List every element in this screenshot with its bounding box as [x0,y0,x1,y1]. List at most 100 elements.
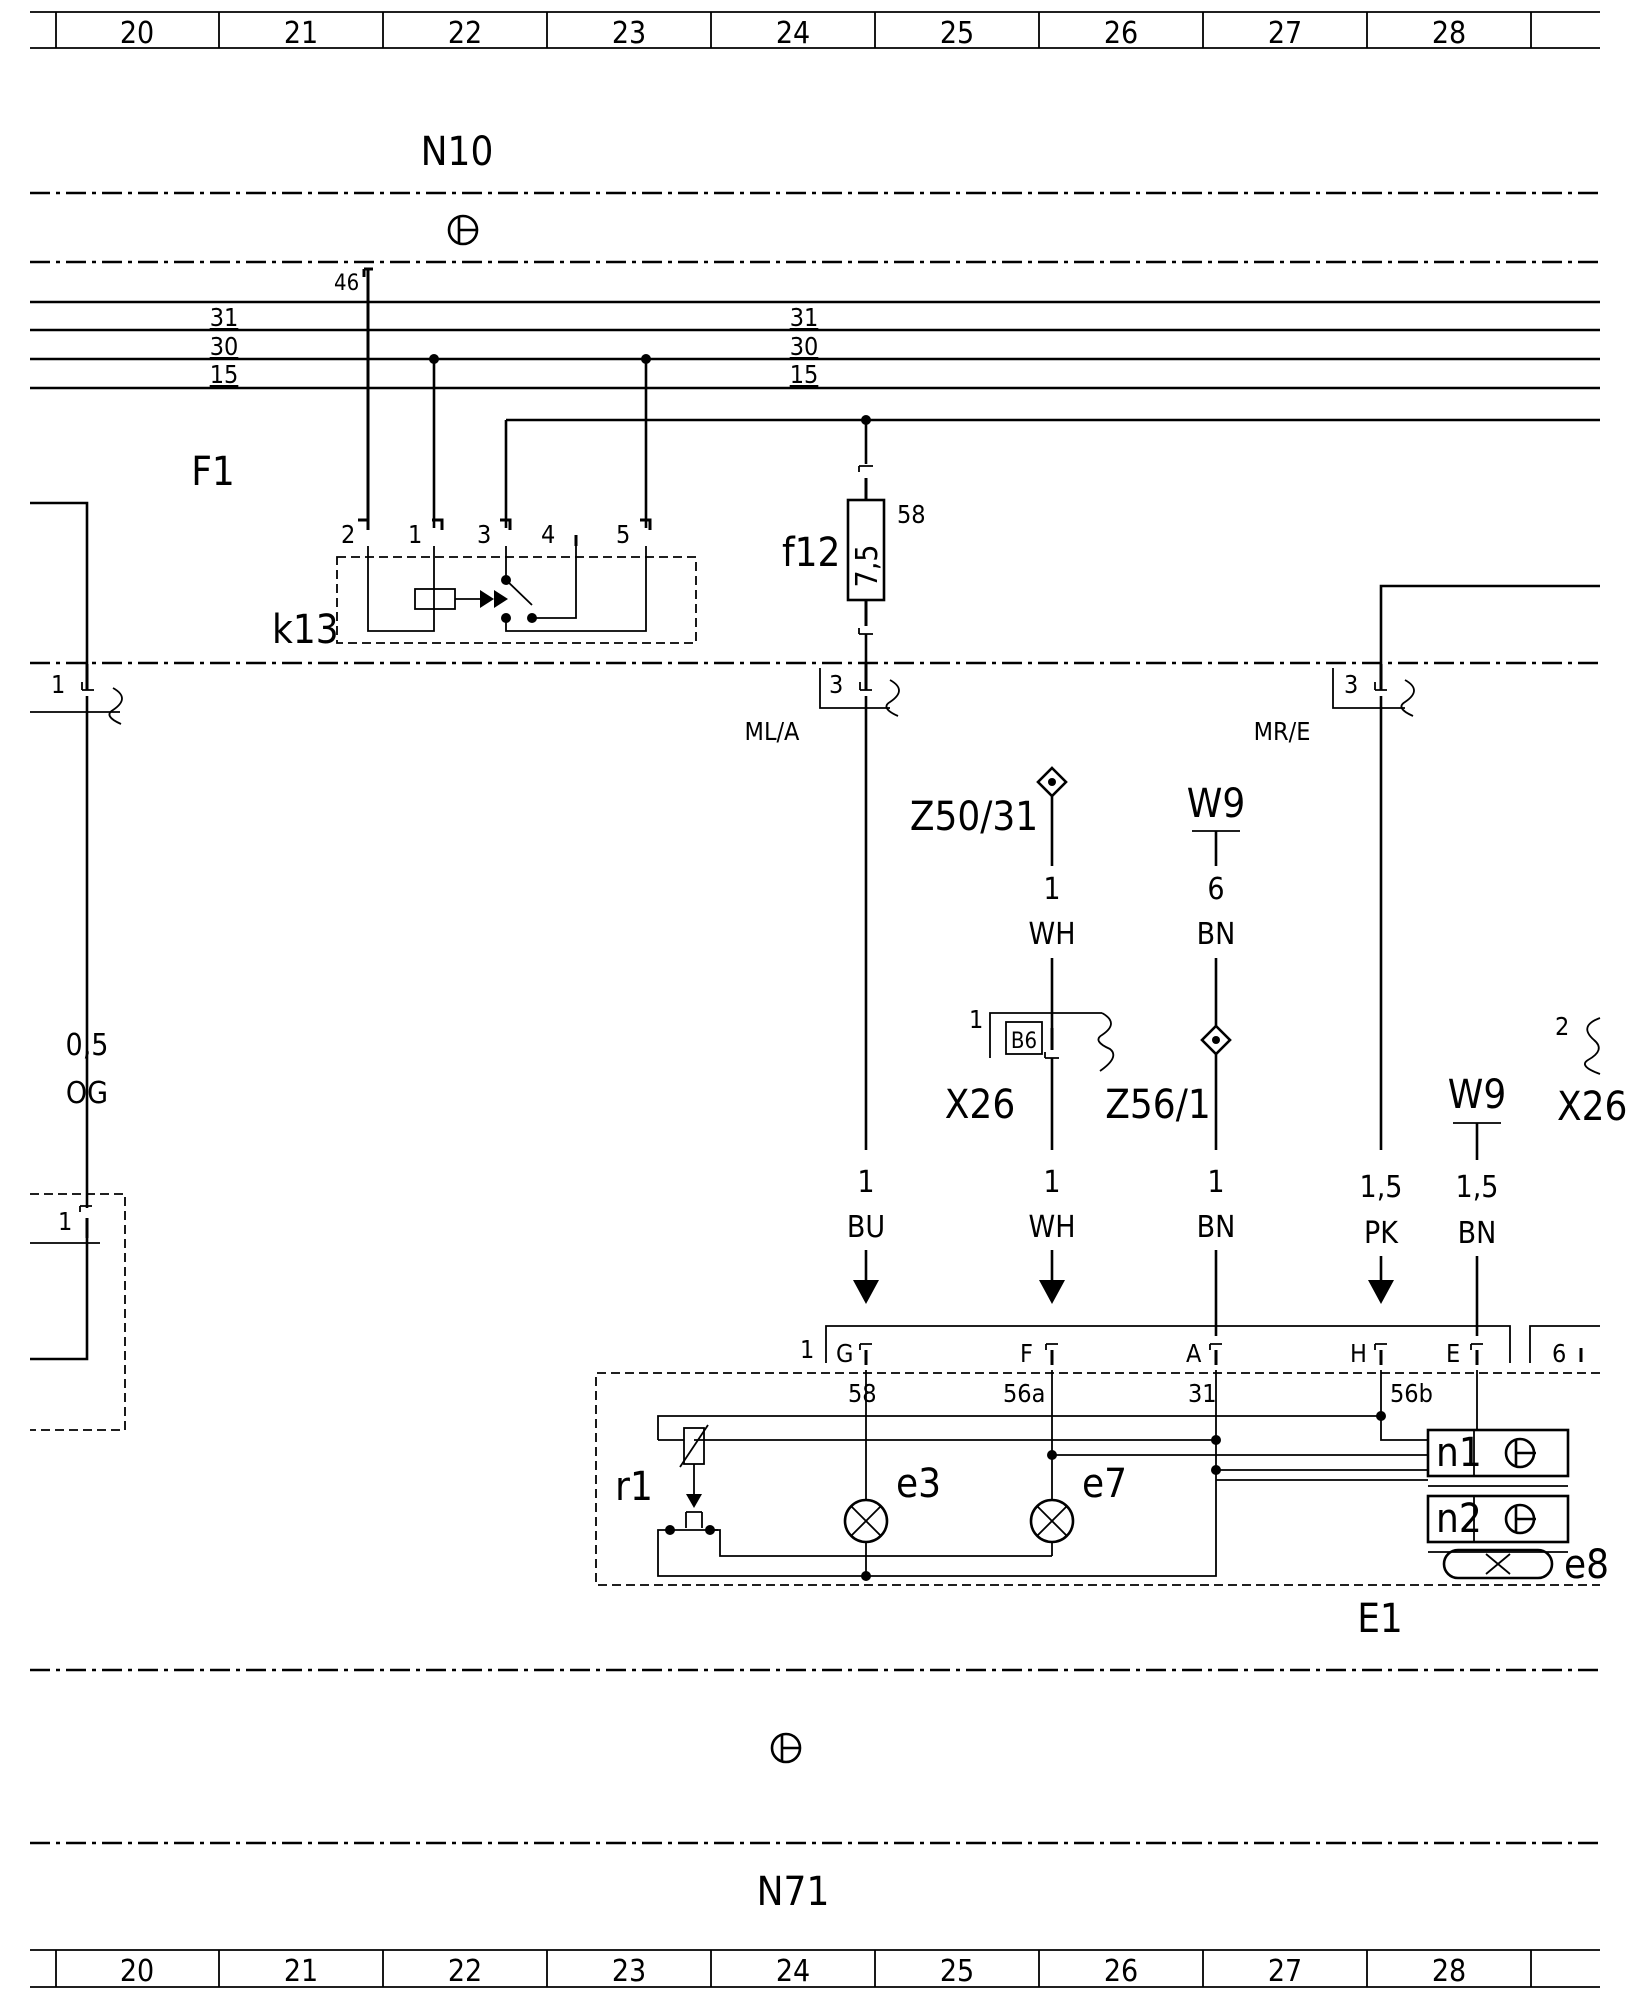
column-number: 22 [448,1954,482,1989]
column-number: 23 [612,1954,646,1989]
splice-label-z56: Z56/1 [1105,1082,1210,1128]
connector-label-x26: X26 [945,1082,1015,1128]
connector-x26-right: 2 X26 [1555,1012,1627,1130]
ground-label-w9-right: W9 [1448,1072,1506,1118]
relay-pin-label: 5 [616,520,630,549]
light-unit-e1: 58 56a 31 56b r1 e3 [595,1370,1609,1588]
column-number: 25 [940,1954,974,1989]
bus-label: 15 [210,360,239,389]
module-label-n10: N10 [421,129,494,175]
connector-pin-label: 1 [58,1207,72,1236]
column-number: 26 [1104,16,1138,51]
terminal-label: 58 [848,1379,877,1408]
wire-size-og: 0,5 [66,1028,109,1063]
column-number: 21 [284,16,318,51]
wire-size-bu: 1 [857,1165,874,1200]
column-number: 24 [776,16,810,51]
bus-label: 31 [210,303,239,332]
connector-ml-a: 3 ML/A [745,664,900,746]
relay-pin-label: 4 [541,520,555,549]
splice-z56 [1200,1024,1232,1056]
connector-left: 1 [30,664,123,1208]
column-number: 27 [1268,1954,1302,1989]
wire-color-bn15: BN [1458,1216,1497,1251]
terminal-label: 31 [1188,1379,1217,1408]
wire-size-bn15: 1,5 [1456,1170,1499,1205]
splice-label-z50: Z50/31 [910,794,1038,840]
fuse-f12: 7,5 f12 58 [782,420,926,664]
component-label-e8: e8 [1564,1542,1609,1588]
column-number: 24 [776,1954,810,1989]
bus-label: 31 [790,303,819,332]
plug-pin-letter: F [1020,1339,1033,1368]
component-label-n1: n1 [1436,1430,1482,1476]
ground-symbol-icon [447,214,479,246]
column-number: 23 [612,16,646,51]
bus-label: 15 [790,360,819,389]
column-number: 27 [1268,16,1302,51]
wire-color-wh: WH [1029,917,1076,952]
wire-color-og: OG [66,1076,108,1111]
wire-size-bn: 1 [1207,1165,1224,1200]
column-number: 28 [1432,1954,1466,1989]
connector-left-lower: 1 [30,1193,126,1431]
wire-color-bu: BU [847,1210,885,1245]
feed-pin-label: 46 [334,271,359,296]
column-number: 28 [1432,16,1466,51]
plug-pin-letter: E [1446,1339,1460,1368]
fuse-label-f12: f12 [782,530,840,576]
relay-label-k13: k13 [272,607,339,653]
sensor-icon [1504,1437,1536,1469]
ground-symbol-icon [770,1732,802,1764]
fuse-rating: 7,5 [850,545,885,588]
connector-pin-label: 3 [829,670,843,699]
connector-label-ml-a: ML/A [745,717,801,746]
plug-pin-letter: H [1350,1339,1367,1368]
component-label-r1: r1 [615,1464,653,1510]
wire-color-bn: BN [1197,1210,1236,1245]
terminal-label: 56a [1003,1379,1045,1408]
module-label-n71: N71 [757,1869,830,1915]
wire-color-pk: PK [1364,1216,1399,1251]
bus-label: 30 [790,332,819,361]
ground-label-w9: W9 [1187,781,1245,827]
fusebox-label-f1: F1 [191,449,235,495]
column-number: 20 [120,1954,154,1989]
splice-z50 [1036,766,1068,798]
connector-mr-e: 3 MR/E [1254,664,1415,746]
fuse-number: 58 [897,500,926,529]
terminal-label: 56b [1390,1379,1433,1408]
bus-label: 30 [210,332,239,361]
wire-size-wh: 1 [1043,1165,1060,1200]
connector-pin-label: 1 [969,1005,983,1034]
unit-label-e1: E1 [1357,1596,1403,1642]
plug-pin-letter: A [1186,1339,1202,1368]
column-number: 26 [1104,1954,1138,1989]
wire-color-wh: WH [1029,1210,1076,1245]
power-bus: 31 30 15 31 30 15 [30,300,1600,390]
connector-tag-b6: B6 [1011,1029,1037,1054]
plug-pin-letter: G [836,1339,853,1368]
component-label-e3: e3 [896,1461,941,1507]
column-number: 20 [120,16,154,51]
connector-pin-label: 1 [51,670,65,699]
component-label-e7: e7 [1082,1461,1127,1507]
bulb-tube-icon [1442,1548,1554,1580]
wire-size-pk: 1,5 [1360,1170,1403,1205]
relay-pin-label: 2 [341,520,355,549]
connector-label-x26-right: X26 [1557,1084,1627,1130]
wire-size-bn: 6 [1207,872,1224,907]
connector-pin-label: 3 [1344,670,1358,699]
arrow-down-icon [853,1280,879,1304]
relay-k13: 2 1 3 4 5 k13 [272,267,697,653]
connector-x26: B6 1 X26 [945,1005,1115,1128]
column-number: 21 [284,1954,318,1989]
connector-pin-label: 2 [1555,1012,1569,1041]
wire-size-wh: 1 [1043,872,1060,907]
wire-color-bn: BN [1197,917,1236,952]
plug-pin-label: 1 [800,1335,814,1364]
relay-pin-label: 3 [477,520,491,549]
arrow-down-icon [1368,1280,1394,1304]
e1-plug: 1 6 G F A H E [800,1325,1600,1368]
